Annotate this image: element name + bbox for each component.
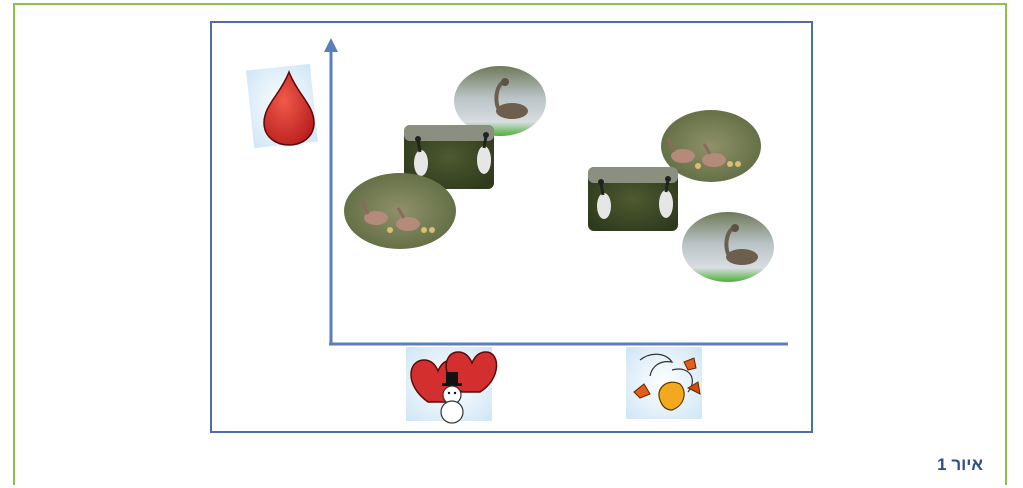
geese-family-photo: [344, 173, 456, 249]
autumn-photo-group: [588, 110, 774, 282]
blood-drop-icon: [246, 64, 318, 148]
figure-caption: איור 1: [937, 455, 983, 475]
hearts-snowman-icon: [406, 347, 497, 423]
y-axis-arrowhead: [324, 38, 338, 52]
geese-pair-photo: [588, 167, 678, 231]
autumn-leaves-icon: [626, 347, 702, 419]
winter-photo-group: [344, 66, 546, 249]
goose-standing-photo: [682, 212, 774, 282]
